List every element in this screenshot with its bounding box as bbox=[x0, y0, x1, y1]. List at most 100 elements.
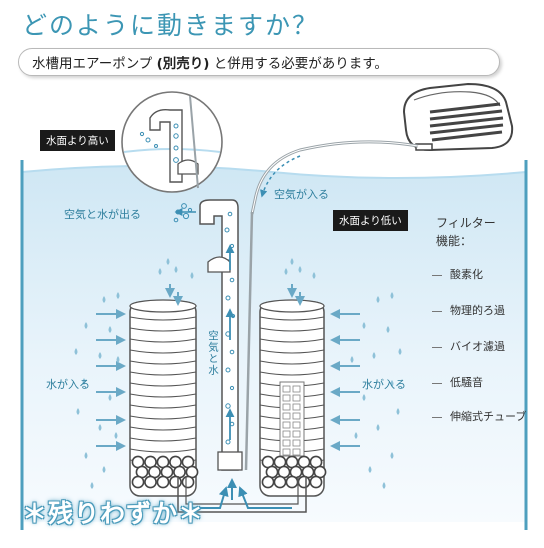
water-drop bbox=[76, 408, 80, 415]
feature-item: 酸素化 bbox=[432, 266, 483, 282]
air-in-label: 空気が入る bbox=[274, 188, 329, 201]
sponge-ring bbox=[259, 327, 325, 332]
water-drop bbox=[174, 266, 178, 273]
bio-media-cell bbox=[292, 421, 301, 429]
water-drop bbox=[90, 482, 94, 489]
magnified-inset bbox=[121, 91, 223, 193]
water-drop bbox=[382, 482, 386, 489]
ceramic-ball bbox=[273, 475, 287, 489]
feature-label: 酸素化 bbox=[450, 268, 483, 281]
sponge-ring bbox=[129, 338, 197, 343]
sponge-ring bbox=[259, 371, 325, 376]
water-drop bbox=[98, 352, 102, 359]
water-drop bbox=[362, 322, 366, 329]
feature-label: バイオ濾過 bbox=[450, 340, 505, 353]
subtitle-suffix: と併用する必要があります。 bbox=[213, 56, 388, 72]
bio-media-cell bbox=[282, 412, 291, 420]
subtitle-box bbox=[18, 48, 500, 76]
water-drop bbox=[116, 292, 120, 299]
bottom-channel bbox=[177, 476, 307, 513]
water-drop bbox=[386, 326, 390, 333]
sponge-ring bbox=[129, 448, 197, 453]
ceramic-ball bbox=[156, 475, 170, 489]
sponge-ring bbox=[129, 393, 197, 398]
sponge-cap bbox=[259, 299, 325, 313]
ceramic-ball bbox=[297, 475, 311, 489]
sponge-ring bbox=[129, 426, 197, 431]
sponge-filter-icon bbox=[259, 299, 327, 497]
sponge-ring bbox=[259, 338, 325, 343]
sponge-ring bbox=[129, 371, 197, 376]
water-drop bbox=[350, 356, 354, 363]
sponge-ring bbox=[129, 415, 197, 420]
water-drop bbox=[390, 380, 394, 387]
water-drop bbox=[98, 424, 102, 431]
bio-media-cell bbox=[292, 412, 301, 420]
water-drop bbox=[116, 356, 120, 363]
water-drop bbox=[368, 466, 372, 473]
air-and-water-vertical-label: 空気と水 bbox=[207, 330, 219, 376]
water-drop bbox=[102, 466, 106, 473]
water-drop bbox=[82, 378, 86, 385]
bio-media-cell bbox=[282, 385, 291, 393]
page-title: どのように動きますか？ bbox=[22, 11, 320, 40]
water-drop bbox=[108, 394, 112, 401]
features-title: フィルター 機能： bbox=[436, 214, 496, 250]
bio-media-cell bbox=[292, 403, 301, 411]
ceramic-ball bbox=[144, 475, 157, 489]
water-inflow-arrows bbox=[96, 284, 360, 451]
sponge-ring bbox=[259, 360, 325, 365]
sponge-ring bbox=[129, 437, 197, 442]
ceramic-ball bbox=[261, 475, 275, 489]
bio-media-cell bbox=[292, 385, 301, 393]
feature-item: バイオ濾過 bbox=[432, 338, 505, 354]
water-in-left-label: 水が入る bbox=[46, 378, 90, 391]
bio-media-cell bbox=[282, 439, 291, 447]
bio-media-cell bbox=[292, 394, 301, 402]
sponge-ring bbox=[129, 316, 197, 321]
feature-item: 伸縮式チューブ bbox=[432, 408, 526, 424]
subtitle-prefix: 水槽用エアーポンプ bbox=[32, 56, 153, 72]
water-drop-icon bbox=[74, 258, 402, 489]
water-drop bbox=[362, 394, 366, 401]
sponge-filter-icon bbox=[129, 299, 199, 497]
water-drop bbox=[166, 258, 170, 265]
water-drop bbox=[84, 452, 88, 459]
water-drop bbox=[376, 424, 380, 431]
sponge-ring bbox=[129, 404, 197, 409]
sponge-ring bbox=[259, 349, 325, 354]
water-in-right-label: 水が入る bbox=[362, 378, 406, 391]
water-drop bbox=[158, 268, 162, 275]
water-drop bbox=[390, 292, 394, 299]
water-drop bbox=[114, 432, 118, 439]
low-stock-banner: ＊残りわずか＊ bbox=[22, 499, 205, 528]
feature-item: 低騒音 bbox=[432, 374, 483, 390]
water-drop bbox=[312, 272, 316, 279]
bio-media-cell bbox=[282, 430, 291, 438]
sponge-ring bbox=[259, 316, 325, 321]
water-drop bbox=[108, 326, 112, 333]
ceramic-ball bbox=[131, 475, 145, 489]
subtitle-bold: (別売り) bbox=[156, 56, 210, 72]
bio-media-cell bbox=[292, 439, 301, 447]
water-drop bbox=[376, 296, 380, 303]
water-drop bbox=[390, 452, 394, 459]
above-water-tag: 水面より高い bbox=[40, 130, 115, 151]
ceramic-ball bbox=[169, 475, 182, 489]
water-drop bbox=[284, 268, 288, 275]
lift-tube bbox=[199, 199, 254, 471]
below-water-tag: 水面より低い bbox=[333, 210, 408, 231]
water-drop bbox=[398, 348, 402, 355]
bio-media-cell bbox=[292, 448, 301, 456]
ceramic-ball bbox=[285, 475, 299, 489]
bio-media-cell bbox=[282, 421, 291, 429]
bio-media-cell bbox=[292, 430, 301, 438]
feature-label: 物理的ろ過 bbox=[450, 304, 505, 317]
water-drop bbox=[84, 322, 88, 329]
feature-label: 伸縮式チューブ bbox=[450, 410, 527, 423]
aquarium-tank bbox=[20, 160, 528, 530]
bio-media-cell bbox=[282, 403, 291, 411]
features-title-line1: フィルター bbox=[436, 216, 496, 230]
